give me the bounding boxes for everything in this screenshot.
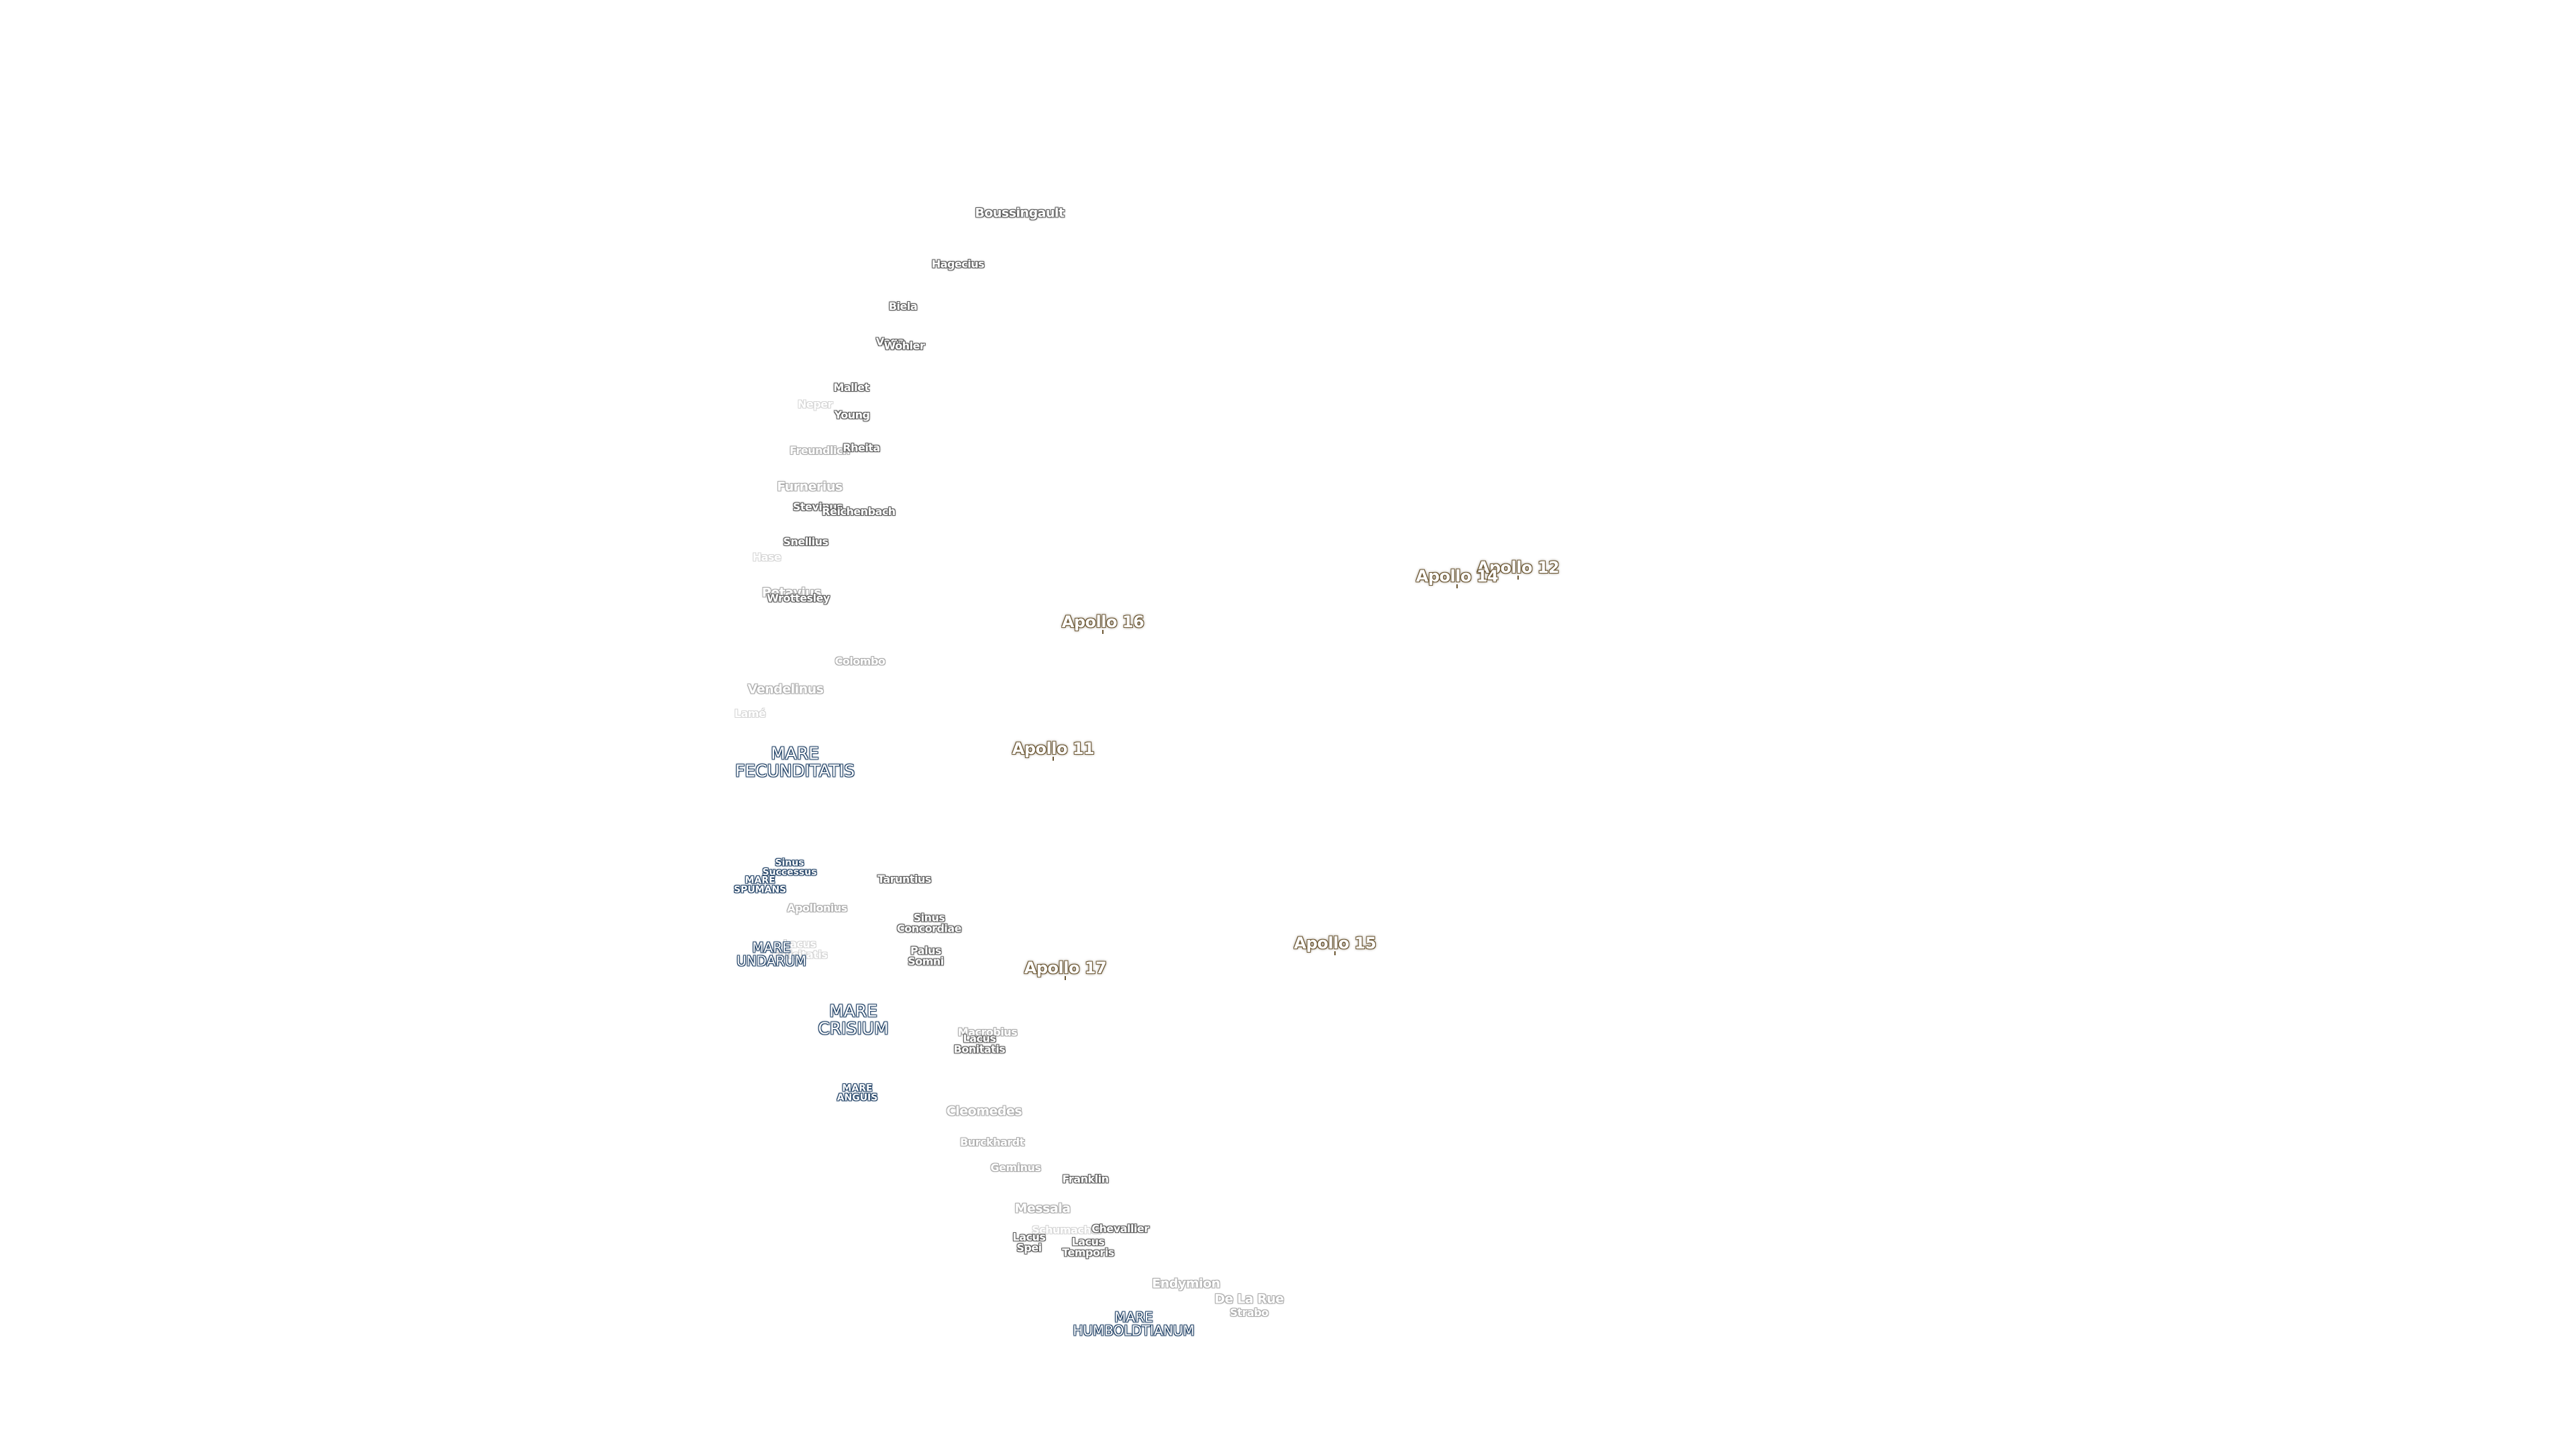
mare-label[interactable]: MARE FECUNDITATIS [735, 743, 855, 780]
crater-label[interactable]: Lacus Bonitatis [953, 1032, 1006, 1056]
apollo-site-label[interactable]: Apollo 16 [1061, 612, 1144, 631]
apollo-site-marker [1053, 757, 1054, 761]
mare-label[interactable]: Sinus Successus [762, 857, 817, 878]
crater-label[interactable]: Hase [752, 550, 782, 564]
crater-label[interactable]: Reichenbach [822, 504, 896, 518]
crater-label[interactable]: Palus Somni [908, 944, 944, 968]
mare-label[interactable]: MARE ANGUIS [837, 1083, 878, 1104]
crater-label[interactable]: Stevinus [792, 500, 843, 513]
apollo-site-label[interactable]: Apollo 14 [1415, 566, 1499, 586]
crater-label[interactable]: Lacus Felicitatis [771, 937, 828, 961]
crater-label[interactable]: Snellius [783, 535, 828, 548]
crater-label[interactable]: Furnerius [777, 479, 843, 494]
crater-label[interactable]: Lacus Spei [1012, 1230, 1046, 1254]
apollo-site-label[interactable]: Apollo 11 [1012, 739, 1095, 758]
crater-label[interactable]: Neper [798, 397, 833, 411]
mare-label[interactable]: MARE SPUMANS [733, 875, 787, 896]
apollo-site-marker [1065, 976, 1066, 980]
crater-label[interactable]: Taruntius [877, 872, 931, 885]
crater-label[interactable]: Rheita [843, 441, 880, 454]
apollo-site-label[interactable]: Apollo 12 [1477, 557, 1560, 577]
mare-label[interactable]: MARE UNDARUM [736, 939, 807, 969]
crater-label[interactable]: Franklin [1062, 1172, 1109, 1185]
apollo-site-label[interactable]: Apollo 15 [1293, 933, 1377, 953]
crater-label[interactable]: Messala [1014, 1201, 1071, 1216]
crater-label[interactable]: Strabo [1230, 1305, 1269, 1319]
crater-label[interactable]: Endymion [1152, 1276, 1220, 1291]
crater-label[interactable]: Hagecius [931, 257, 985, 270]
crater-label[interactable]: Wöhler [883, 339, 925, 352]
mare-label[interactable]: MARE HUMBOLDTIANUM [1073, 1309, 1195, 1339]
crater-label[interactable]: Macrobius [957, 1025, 1018, 1038]
crater-label[interactable]: Mallet [833, 380, 869, 394]
mare-label[interactable]: MARE CRISIUM [818, 1001, 889, 1038]
crater-label[interactable]: Geminus [990, 1161, 1041, 1174]
crater-label[interactable]: Chevallier [1091, 1222, 1149, 1235]
crater-label[interactable]: Vendelinus [747, 682, 824, 697]
crater-label[interactable]: Burckhardt [960, 1135, 1024, 1148]
crater-label[interactable]: Colombo [835, 654, 885, 667]
crater-label[interactable]: Wrottesley [767, 591, 830, 604]
crater-label[interactable]: Cleomedes [946, 1104, 1022, 1119]
crater-label[interactable]: Biela [888, 299, 918, 313]
crater-label[interactable]: Schumacher [1032, 1223, 1103, 1236]
crater-label[interactable]: Freundlich [790, 443, 850, 457]
crater-label[interactable]: Lacus Temporis [1062, 1235, 1114, 1259]
crater-label[interactable]: Young [834, 408, 870, 421]
crater-label[interactable]: Lamé [734, 706, 766, 720]
crater-label[interactable]: Vega [875, 335, 905, 348]
apollo-site-label[interactable]: Apollo 17 [1024, 958, 1107, 977]
crater-label[interactable]: Boussingault [975, 205, 1065, 221]
crater-label[interactable]: Petavius [761, 585, 822, 600]
crater-label[interactable]: De La Rue [1214, 1291, 1284, 1307]
crater-label[interactable]: Sinus Concordiae [896, 911, 962, 935]
apollo-site-marker [1517, 576, 1519, 580]
crater-label[interactable]: Apollonius [787, 901, 847, 914]
apollo-site-marker [1102, 630, 1104, 634]
apollo-site-marker [1456, 584, 1458, 588]
apollo-site-marker [1334, 951, 1336, 955]
